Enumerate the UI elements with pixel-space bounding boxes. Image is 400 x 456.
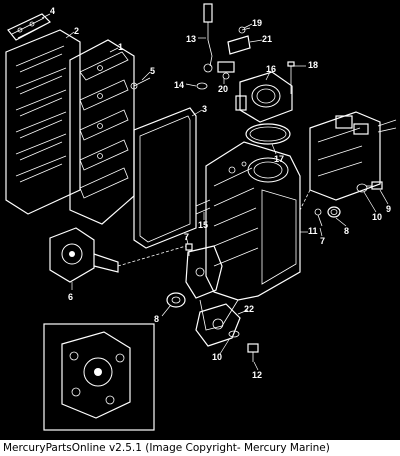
callout-11[interactable]: 11 [308,226,318,236]
callout-18[interactable]: 18 [308,60,318,70]
part-10-washer-lower[interactable] [228,330,240,338]
part-16-throttle-body[interactable] [235,71,293,123]
callout-8-lower[interactable]: 8 [154,314,159,324]
part-5-bolt[interactable] [130,77,151,90]
part-2-cover-plate[interactable] [5,29,81,215]
electrical-module[interactable] [299,111,397,211]
part-14-oring[interactable] [196,82,208,90]
part-8-grommet-right[interactable] [327,206,341,218]
exploded-parts-diagram: 4 2 1 5 13 19 21 18 16 14 20 3 17 15 7 7… [5,3,397,431]
callout-2[interactable]: 2 [74,26,79,36]
part-12-bolt[interactable] [247,343,259,362]
callout-19[interactable]: 19 [252,18,262,28]
callout-12[interactable]: 12 [252,370,262,380]
part-17-gasket-ring[interactable] [245,123,291,145]
copyright-footer: MercuryPartsOnline v2.5.1 (Image Copyrig… [0,440,400,456]
part-22-gasket[interactable] [195,303,241,347]
part-20-sensor[interactable] [217,61,235,80]
callout-17[interactable]: 17 [274,154,284,164]
part-21-bracket[interactable] [227,35,251,55]
callout-10-lower[interactable]: 10 [212,352,222,362]
callout-6[interactable]: 6 [68,292,73,302]
part-8-grommet-lower[interactable] [166,292,186,308]
callout-10-right[interactable]: 10 [372,212,382,222]
callout-7-left[interactable]: 7 [184,232,189,242]
part-9-bolt-right[interactable] [366,181,383,190]
callout-7-right[interactable]: 7 [320,236,325,246]
part-18-bolt[interactable] [287,61,295,94]
callout-21[interactable]: 21 [262,34,272,44]
part-4-bracket[interactable] [7,13,51,41]
callout-8-right[interactable]: 8 [344,226,349,236]
callout-labels: 4 2 1 5 13 19 21 18 16 14 20 3 17 15 7 7… [50,6,391,380]
callout-14[interactable]: 14 [174,80,184,90]
callout-15[interactable]: 15 [198,220,208,230]
part-3-gasket[interactable] [133,107,197,249]
callout-20[interactable]: 20 [218,84,228,94]
callout-3[interactable]: 3 [202,104,207,114]
callout-9[interactable]: 9 [386,204,391,214]
part-19-screw[interactable] [238,26,251,34]
callout-22[interactable]: 22 [244,304,254,314]
part-10-washer-right[interactable] [356,183,368,193]
part-11-intake-housing[interactable] [185,141,301,331]
part-6-pump[interactable] [49,227,187,283]
callout-16[interactable]: 16 [266,64,276,74]
part-7-screw-right[interactable] [314,208,323,227]
part-7-screw-left[interactable] [185,243,193,256]
part-15-bolt[interactable] [195,199,211,215]
part-13-sensor[interactable] [203,3,213,73]
inset-detail-box [43,323,155,431]
callout-13[interactable]: 13 [186,34,196,44]
callout-4[interactable]: 4 [50,6,55,16]
callout-5[interactable]: 5 [150,66,155,76]
callout-1[interactable]: 1 [118,42,123,52]
leader-lines [41,13,389,371]
